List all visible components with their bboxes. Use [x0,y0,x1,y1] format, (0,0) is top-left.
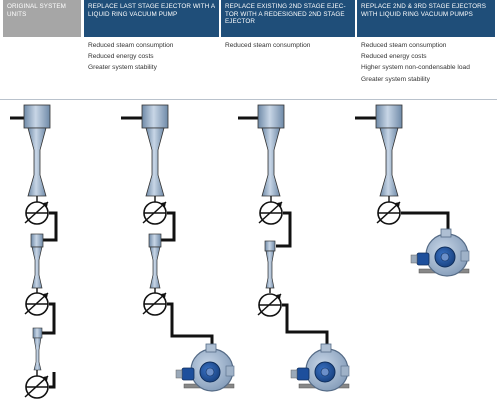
ejector-icon [33,337,42,371]
liquid-ring-vacuum-pump-icon [410,228,470,277]
liquid-ring-vacuum-pump-icon [175,343,235,392]
condenser-icon [257,293,282,317]
ejector-icon [145,127,165,197]
column-header-text: REPLACE 2ND & 3RD STAGE EJECTORS WITH LI… [361,3,487,18]
condenser-icon [142,201,167,225]
ejector-icon [32,327,43,339]
benefit-list-option-3: Reduced steam consumption Reduced energy… [361,40,470,85]
column-header-option-3: REPLACE 2ND & 3RD STAGE EJECTORS WITH LI… [357,0,495,37]
ejector-icon [264,240,276,252]
ejector-icon [375,104,403,129]
option-3-diagram [355,104,470,277]
condenser-icon [24,201,49,225]
ejector-icon [149,246,161,289]
ejector-icon [31,246,43,289]
column-header-option-1: REPLACE LAST STAGE EJECTOR WITH A LIQUID… [84,0,219,37]
ejector-icon [27,127,47,197]
original-system-diagram [10,104,58,399]
benefit-item: Higher system non-condensable load [361,64,470,72]
benefit-list-option-1: Reduced steam consumption Reduced energy… [88,40,173,74]
ejector-icon [23,104,51,129]
ejector-icon [261,127,281,197]
benefit-list-option-2: Reduced steam consumption [225,40,310,51]
benefit-item: Reduced steam consumption [361,42,447,49]
liquid-ring-vacuum-pump-icon [290,343,350,392]
condenser-icon [142,292,167,316]
benefit-item: Reduced steam consumption [88,42,174,49]
ejector-icon [141,104,169,129]
ejector-icon [257,104,285,129]
ejector-icon [148,233,162,248]
option-2-diagram [238,104,350,392]
section-divider [0,99,497,100]
benefit-item: Greater system stability [88,64,157,72]
column-header-original: ORIGINAL SYSTEM UNITS [3,0,81,37]
condenser-icon [376,201,401,225]
column-header-text: REPLACE EXISTING 2ND STAGE EJEC- TOR WIT… [225,3,346,26]
column-header-option-2: REPLACE EXISTING 2ND STAGE EJEC- TOR WIT… [221,0,355,37]
ejector-icon [265,250,275,289]
condenser-icon [24,375,49,399]
condenser-icon [24,292,49,316]
option-1-diagram [121,104,235,392]
condenser-icon [258,201,283,225]
column-header-text: ORIGINAL SYSTEM UNITS [7,3,66,18]
ejector-icon [379,127,399,197]
benefit-item: Reduced steam consumption [225,42,311,49]
benefit-item: Greater system stability [361,75,430,83]
column-header-text: REPLACE LAST STAGE EJECTOR WITH A LIQUID… [88,3,215,18]
ejector-icon [30,233,44,248]
benefit-item: Reduced energy costs [361,53,427,61]
benefit-item: Reduced energy costs [88,53,154,61]
